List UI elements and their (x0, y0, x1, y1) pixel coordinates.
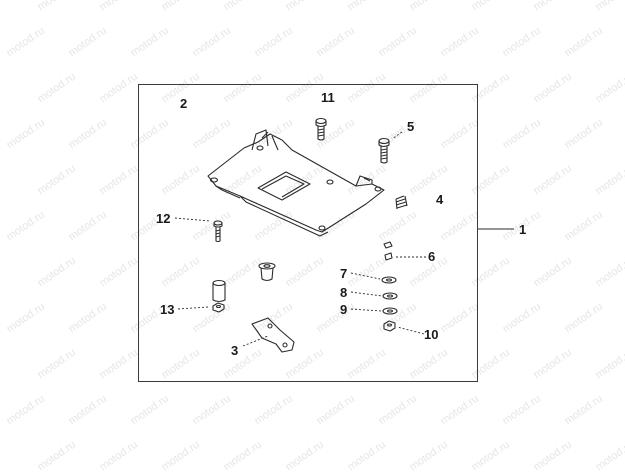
screw-part-12 (214, 221, 222, 242)
spring-part-4 (396, 196, 407, 209)
callout-8: 8 (340, 286, 347, 299)
small-bracket-part-3 (252, 318, 294, 352)
washer-part-7 (382, 277, 396, 283)
callout-12: 12 (156, 212, 170, 225)
callout-10: 10 (424, 328, 438, 341)
pin-part-6 (384, 242, 392, 260)
leader-line-5 (392, 132, 402, 139)
callout-11: 11 (321, 91, 335, 104)
leader-line-12 (175, 218, 210, 221)
leader-line-8 (351, 292, 382, 296)
leader-line-10 (397, 327, 424, 334)
callout-5: 5 (407, 120, 414, 133)
callout-4: 4 (436, 193, 443, 206)
bracket-plate-part (208, 130, 384, 236)
nut-part-10 (384, 321, 395, 331)
callout-6: 6 (428, 250, 435, 263)
callout-13: 13 (160, 303, 174, 316)
leader-line-7 (351, 273, 380, 279)
washer-part-9 (383, 308, 397, 314)
leader-line-3 (243, 336, 268, 346)
rubber-spacer-part (213, 281, 225, 302)
callout-9: 9 (340, 303, 347, 316)
callout-2: 2 (180, 97, 187, 110)
flanged-collar-part (259, 263, 275, 281)
washer-part-8 (383, 293, 397, 299)
bolt-part-11 (316, 119, 326, 141)
leader-line-9 (351, 309, 382, 311)
leader-line-13 (178, 307, 208, 309)
callout-7: 7 (340, 267, 347, 280)
callout-3: 3 (231, 344, 238, 357)
callout-1: 1 (519, 223, 526, 236)
nut-part-13 (213, 303, 224, 312)
bolt-part-5 (379, 139, 389, 164)
